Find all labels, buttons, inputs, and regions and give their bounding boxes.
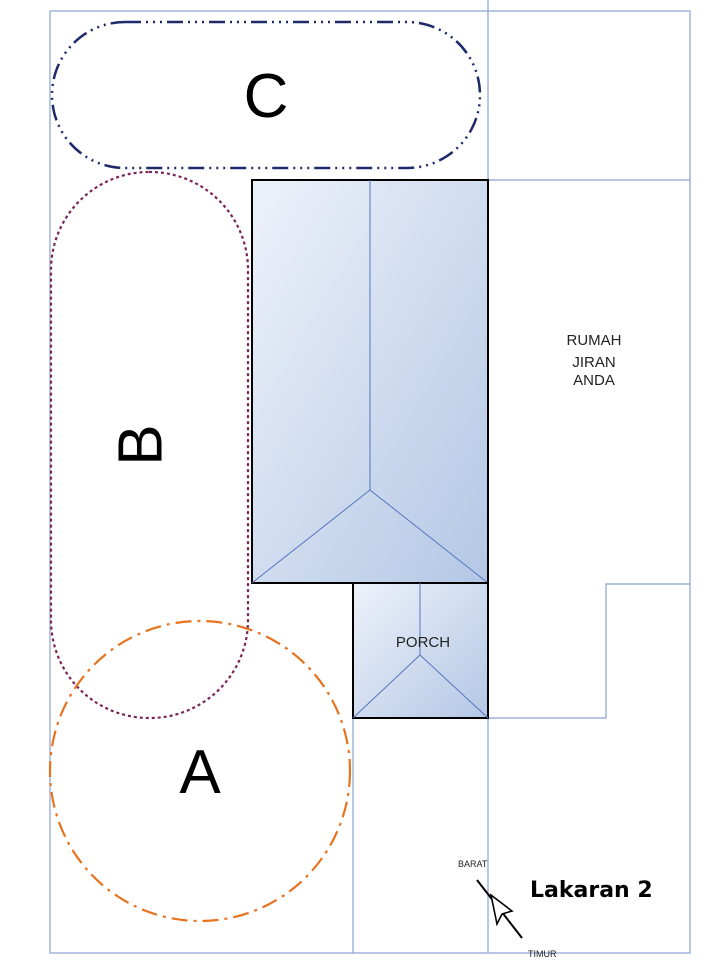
neighbour-label-line2: JIRAN xyxy=(572,354,615,371)
sketch-caption: Lakaran 2 xyxy=(530,878,653,903)
zone-b: B xyxy=(49,170,250,720)
compass: BARAT TIMUR xyxy=(458,859,557,959)
compass-east-label: TIMUR xyxy=(528,949,557,959)
zone-b-outline xyxy=(49,170,250,720)
compass-arrow-icon xyxy=(489,893,514,927)
neighbour-label-line3: ANDA xyxy=(573,372,615,389)
plot-boundary xyxy=(49,10,691,954)
neighbour-house-outline xyxy=(488,583,690,719)
zone-a-label: A xyxy=(179,738,221,807)
zone-a: A xyxy=(48,619,352,923)
neighbour-house-label: RUMAH JIRAN ANDA xyxy=(567,332,622,389)
porch-ridge-lines xyxy=(352,583,489,719)
porch-label: PORCH xyxy=(396,634,450,651)
zone-c-outline xyxy=(50,20,482,170)
main-house xyxy=(251,179,489,584)
roof-ridge-lines xyxy=(251,180,489,584)
zone-b-label: B xyxy=(106,424,175,465)
zone-c-label: C xyxy=(244,62,289,131)
neighbour-label-line1: RUMAH xyxy=(567,332,622,349)
compass-west-label: BARAT xyxy=(458,859,488,869)
zone-c: C xyxy=(50,20,482,170)
porch: PORCH xyxy=(352,582,489,719)
zone-a-outline xyxy=(48,619,352,923)
